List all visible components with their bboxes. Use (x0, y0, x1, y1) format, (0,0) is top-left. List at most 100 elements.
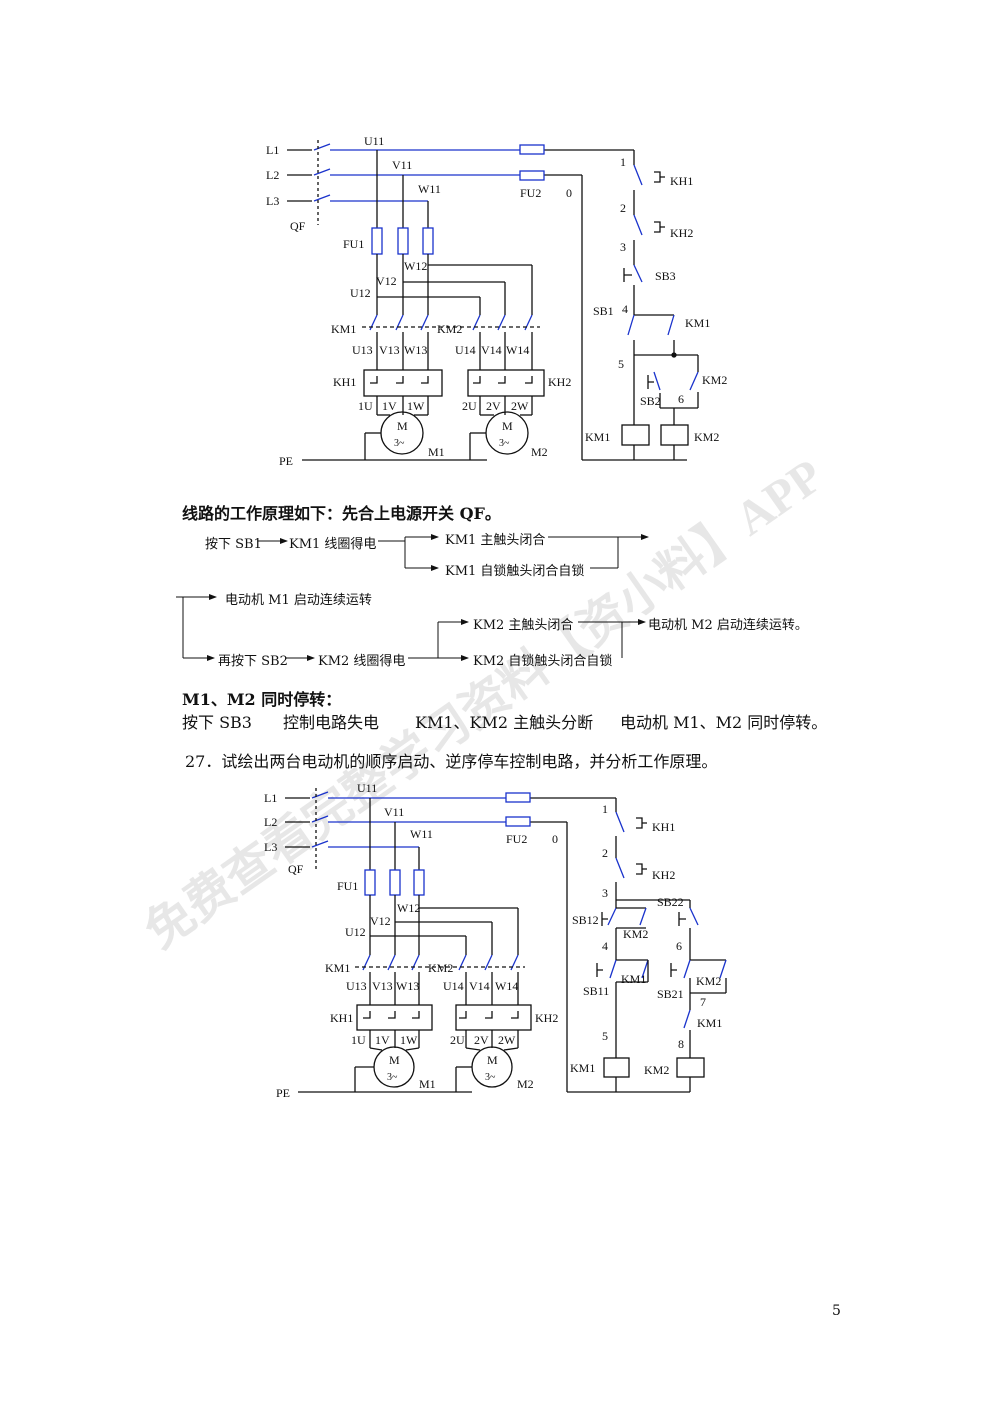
d2-motor2-phase: 3~ (485, 1072, 496, 1083)
stop-title: M1、M2 同时停转： (182, 690, 342, 709)
label-kh2-ctrl: KH2 (670, 226, 693, 240)
label-u13: U13 (352, 343, 373, 357)
d2-label-1v: 1V (375, 1033, 390, 1047)
label-kh2: KH2 (548, 375, 571, 389)
label-2v: 2V (486, 399, 501, 413)
label-sb2: SB2 (640, 394, 661, 408)
d2-label-u13: U13 (346, 979, 367, 993)
d2-label-km2-aux2: KM2 (696, 974, 721, 988)
principle-intro: 线路的工作原理如下：先合上电源开关 QF。 (182, 504, 501, 523)
stop-step-2: 控制电路失电 (283, 713, 380, 732)
label-u14: U14 (455, 343, 476, 357)
label-w14: W14 (506, 343, 529, 357)
d2-label-2u: 2U (450, 1033, 465, 1047)
d2-label-2v: 2V (474, 1033, 489, 1047)
flow-km1-coil: KM1 线圈得电 (289, 537, 377, 552)
motor2-m: M (502, 419, 513, 433)
d2-label-km1-main: KM1 (325, 961, 350, 975)
d2-node-4: 4 (602, 939, 608, 953)
d2-label-km2-coil: KM2 (644, 1063, 669, 1077)
flow-km1-main: KM1 主触头闭合 (445, 533, 546, 548)
d2-label-v13: V13 (372, 979, 393, 993)
label-w13: W13 (404, 343, 427, 357)
flow-press-sb2: 再按下 SB2 (218, 654, 288, 669)
d2-label-l1: L1 (264, 791, 277, 805)
flow-km2-coil: KM2 线圈得电 (318, 654, 406, 669)
label-fu2: FU2 (520, 186, 541, 200)
d2-label-m1: M1 (419, 1077, 436, 1091)
label-l2: L2 (266, 168, 279, 182)
node-6: 6 (678, 392, 684, 406)
label-zero: 0 (566, 186, 572, 200)
label-fu1: FU1 (343, 237, 364, 251)
d2-motor1-m: M (389, 1053, 400, 1067)
d2-label-l3: L3 (264, 840, 277, 854)
circuit-diagram-1: L1 L2 L3 QF FU1 FU2 0 U11 V11 W11 W12 V1… (266, 134, 727, 468)
label-2u: 2U (462, 399, 477, 413)
motor2-phase: 3~ (499, 438, 510, 449)
page-number: 5 (832, 1303, 841, 1319)
d2-label-l2: L2 (264, 815, 277, 829)
d2-label-v12: V12 (370, 914, 391, 928)
label-kh1: KH1 (333, 375, 356, 389)
d2-motor2-m: M (487, 1053, 498, 1067)
d2-label-sb11: SB11 (583, 984, 609, 998)
label-l3: L3 (266, 194, 279, 208)
d2-label-u11: U11 (357, 781, 377, 795)
stop-step-1: 按下 SB3 (182, 713, 252, 732)
d2-node-8: 8 (678, 1037, 684, 1051)
question-27: 27．试绘出两台电动机的顺序启动、逆序停车控制电路，并分析工作原理。 (185, 752, 718, 771)
circuit-diagram-2: L1 L2 L3 QF FU1 FU2 0 U11 V11 W11 W12 V1… (264, 781, 727, 1100)
d2-label-fu1: FU1 (337, 879, 358, 893)
label-1v: 1V (382, 399, 397, 413)
label-km1-coil: KM1 (585, 430, 610, 444)
d2-label-kh1: KH1 (330, 1011, 353, 1025)
d2-label-zero: 0 (552, 832, 558, 846)
d2-label-u12: U12 (345, 925, 366, 939)
d2-label-kh1-ctrl: KH1 (652, 820, 675, 834)
d2-label-qf: QF (288, 862, 304, 876)
d2-label-m2: M2 (517, 1077, 534, 1091)
label-kh1-ctrl: KH1 (670, 174, 693, 188)
d2-label-pe: PE (276, 1086, 290, 1100)
label-1w: 1W (407, 399, 425, 413)
flow-m1-run: 电动机 M1 启动连续运转 (225, 593, 372, 608)
d2-label-w13: W13 (396, 979, 419, 993)
stop-step-4: 电动机 M1、M2 同时停转。 (620, 713, 828, 732)
motor1-phase: 3~ (394, 438, 405, 449)
flow-m2-run: 电动机 M2 启动连续运转。 (648, 618, 808, 633)
d2-label-kh2-ctrl: KH2 (652, 868, 675, 882)
label-qf: QF (290, 219, 306, 233)
d2-label-w14: W14 (495, 979, 518, 993)
flow-km2-self: KM2 自锁触头闭合自锁 (473, 654, 613, 669)
node-3: 3 (620, 240, 626, 254)
d2-node-3: 3 (602, 886, 608, 900)
d2-label-km1-aux: KM1 (621, 972, 646, 986)
d2-node-6: 6 (676, 939, 682, 953)
label-u12: U12 (350, 286, 371, 300)
label-v13: V13 (379, 343, 400, 357)
label-km2-main: KM2 (437, 322, 462, 336)
d2-label-kh2: KH2 (535, 1011, 558, 1025)
d2-label-2w: 2W (498, 1033, 516, 1047)
d2-label-u14: U14 (443, 979, 464, 993)
d2-label-w12: W12 (397, 901, 420, 915)
d2-label-km1-coil: KM1 (570, 1061, 595, 1075)
d2-node-2: 2 (602, 846, 608, 860)
d2-label-v11: V11 (384, 805, 404, 819)
node-5: 5 (618, 357, 624, 371)
label-m1: M1 (428, 445, 445, 459)
d2-node-5: 5 (602, 1029, 608, 1043)
flow-km1-self: KM1 自锁触头闭合自锁 (445, 564, 585, 579)
node-1: 1 (620, 155, 626, 169)
d2-label-sb21: SB21 (657, 987, 684, 1001)
label-w12: W12 (404, 259, 427, 273)
label-w11: W11 (418, 182, 441, 196)
d2-label-km2-aux1: KM2 (623, 927, 648, 941)
label-pe: PE (279, 454, 293, 468)
flow-arrows (176, 534, 649, 661)
label-1u: 1U (358, 399, 373, 413)
label-sb1: SB1 (593, 304, 614, 318)
d2-node-7: 7 (700, 995, 706, 1009)
d2-label-km2-main: KM2 (428, 961, 453, 975)
